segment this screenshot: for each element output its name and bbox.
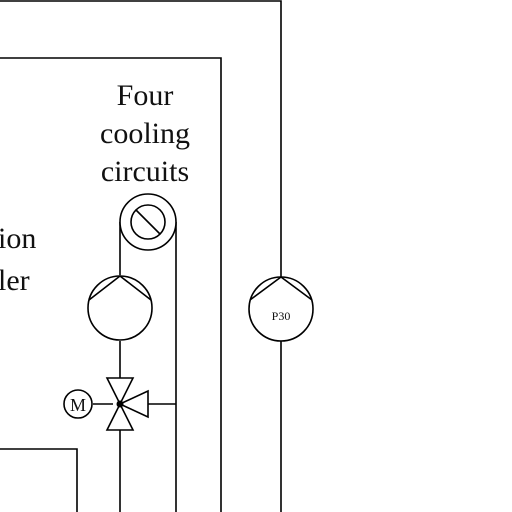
motor-icon: M bbox=[63, 389, 93, 419]
three-way-valve-icon bbox=[105, 377, 149, 431]
pump-p30-icon: P30 bbox=[248, 276, 314, 342]
pump-p30-tag: P30 bbox=[272, 309, 291, 323]
outer-loop-pipe bbox=[0, 0, 282, 512]
inner-frame-pipe bbox=[0, 57, 222, 512]
partial-label-line1: ion bbox=[0, 222, 36, 255]
four-cooling-circuits-label: Four cooling circuits bbox=[100, 79, 190, 188]
partial-left-label: ion ler bbox=[0, 222, 36, 297]
pump-icon bbox=[87, 274, 153, 341]
label-line-four: Four bbox=[117, 79, 174, 112]
motor-label: M bbox=[70, 395, 86, 415]
label-line-circuits: circuits bbox=[101, 155, 189, 188]
flow-indicator-icon bbox=[119, 193, 177, 251]
partial-label-line2: ler bbox=[0, 264, 30, 297]
label-line-cooling: cooling bbox=[100, 117, 190, 150]
lower-left-box bbox=[0, 448, 78, 512]
